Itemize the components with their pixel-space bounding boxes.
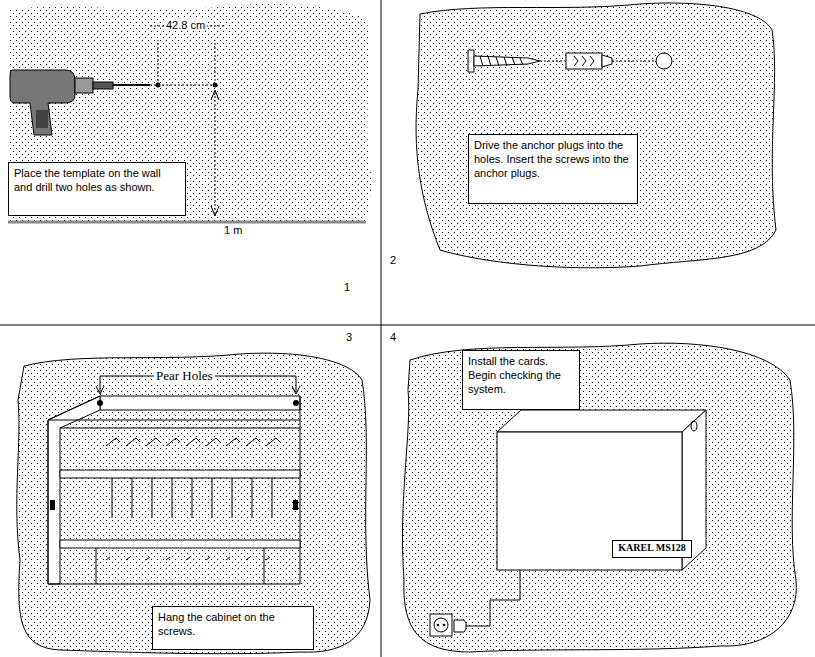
cabinet-box — [497, 410, 706, 570]
hole — [656, 53, 672, 69]
instruction-box: Place the template on the wall and drill… — [8, 162, 186, 216]
guide-line — [215, 40, 216, 85]
hole — [213, 83, 218, 88]
panel-number: 2 — [390, 254, 396, 266]
power-cord — [466, 570, 520, 626]
instruction-box: Install the cards. Begin checking the sy… — [462, 350, 580, 410]
dimension-arrow — [211, 90, 219, 216]
instruction-text: Drive the anchor plugs into the holes. I… — [474, 138, 632, 180]
instruction-text: Hang the cabinet on the screws. — [158, 610, 308, 638]
guide-line — [540, 61, 566, 62]
dimension-label: 42.8 cm — [164, 19, 207, 31]
divider — [381, 0, 382, 657]
divider — [0, 325, 815, 326]
instruction-text: Place the template on the wall and drill… — [14, 166, 180, 194]
wall-area — [416, 3, 776, 268]
cabinet — [48, 396, 300, 584]
panel-number: 3 — [346, 331, 352, 343]
wall-area — [402, 343, 796, 652]
hole — [156, 83, 161, 88]
guide-line — [612, 61, 656, 62]
floor-line — [8, 221, 366, 224]
panel-number: 4 — [390, 331, 396, 343]
drill — [10, 70, 150, 135]
instruction-text: KAREL MS128 — [616, 542, 688, 553]
callout-arrow — [96, 386, 300, 394]
dimension-label: 1 m — [222, 224, 244, 236]
instruction-text: Install the cards. Begin checking the sy… — [468, 354, 574, 396]
instruction-box: Drive the anchor plugs into the holes. I… — [468, 134, 638, 204]
plug — [454, 620, 466, 632]
screw — [468, 50, 540, 72]
wall-outlet — [430, 614, 452, 636]
guide-line — [158, 40, 159, 85]
model-plate: KAREL MS128 — [612, 540, 692, 558]
part-label: Pear Holes — [154, 368, 215, 384]
instruction-box: Hang the cabinet on the screws. — [152, 606, 314, 650]
panel-number: 1 — [344, 281, 350, 293]
dimension-line — [215, 92, 216, 214]
wall-area — [17, 353, 370, 654]
anchor-plug — [566, 53, 612, 69]
wall-area — [8, 4, 372, 222]
